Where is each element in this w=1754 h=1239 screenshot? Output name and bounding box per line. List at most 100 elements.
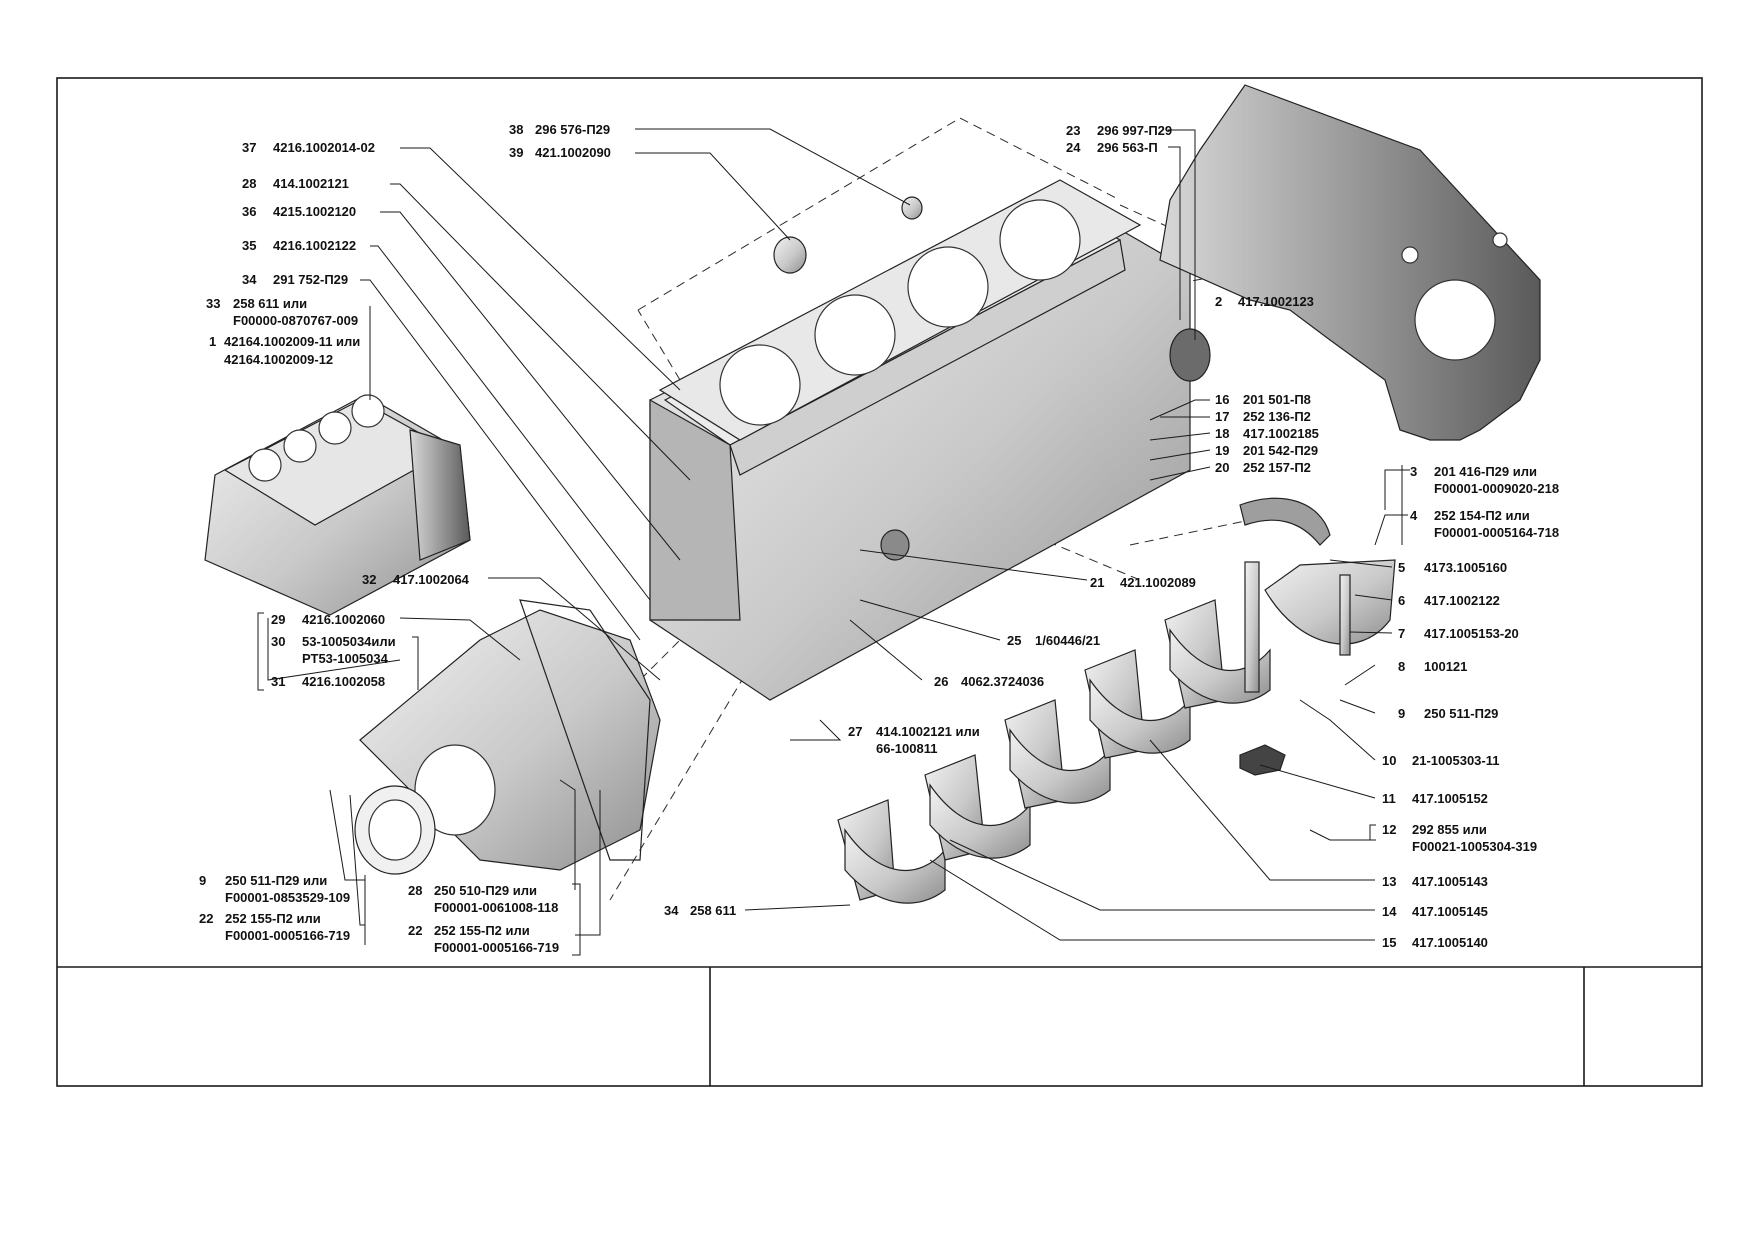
callout-6-num: 6 [1398, 593, 1405, 608]
callout-34-code: 291 752-П29 [273, 272, 348, 287]
reference-engine-block [204, 394, 471, 616]
callout-11-code: 417.1005152 [1412, 791, 1488, 806]
callout-26-num: 26 [934, 674, 948, 689]
callout-3-code: 201 416-П29 или [1434, 464, 1537, 479]
callout-7-code: 417.1005153-20 [1424, 626, 1519, 641]
plugs [773, 196, 1211, 561]
callout-13-code: 417.1005143 [1412, 874, 1488, 889]
callout-15-code: 417.1005140 [1412, 935, 1488, 950]
rear-seal-holder [1239, 497, 1396, 776]
callout-22a-num: 22 [199, 911, 213, 926]
callout-28b-num: 28 [408, 883, 422, 898]
callout-39-num: 39 [509, 145, 523, 160]
callout-27-code: 414.1002121 или [876, 724, 980, 739]
callout-31-num: 31 [271, 674, 285, 689]
callout-23-code: 296 997-П29 [1097, 123, 1172, 138]
front-gasket [519, 599, 651, 861]
callout-24-num: 24 [1066, 140, 1081, 155]
callout-34-num: 34 [242, 272, 257, 287]
callout-10-code: 21-1005303-11 [1412, 753, 1499, 768]
callout-31-code: 4216.1002058 [302, 674, 385, 689]
callout-5-code: 4173.1005160 [1424, 560, 1507, 575]
main-bearing-caps [837, 599, 1271, 904]
callout-25-num: 25 [1007, 633, 1021, 648]
callout-9b-num: 9 [199, 873, 206, 888]
callout-22b-code: 252 155-П2 или [434, 923, 530, 938]
callout-35-code: 4216.1002122 [273, 238, 356, 253]
callout-17-code: 252 136-П2 [1243, 409, 1311, 424]
callout-6-code: 417.1002122 [1424, 593, 1500, 608]
grouping-brackets [257, 465, 1403, 956]
flywheel-housing [1159, 84, 1541, 441]
callout-1-code2: 42164.1002009-12 [224, 352, 333, 367]
callout-20-code: 252 157-П2 [1243, 460, 1311, 475]
callout-4-code2: F00001-0005164-718 [1434, 525, 1559, 540]
callout-36-code: 4215.1002120 [273, 204, 356, 219]
leader-lines [267, 128, 1410, 941]
callout-12-code2: F00021-1005304-319 [1412, 839, 1537, 854]
callout-4-code: 252 154-П2 или [1434, 508, 1530, 523]
callout-34b-num: 34 [664, 903, 679, 918]
callout-18-num: 18 [1215, 426, 1229, 441]
timing-cover [354, 609, 661, 875]
callout-37-code: 4216.1002014-02 [273, 140, 375, 155]
callout-8-code: 100121 [1424, 659, 1467, 674]
callout-18-code: 417.1002185 [1243, 426, 1319, 441]
callout-5-num: 5 [1398, 560, 1405, 575]
callout-16-code: 201 501-П8 [1243, 392, 1311, 407]
callout-22a-code: 252 155-П2 или [225, 911, 321, 926]
callout-3-num: 3 [1410, 464, 1417, 479]
callout-28b-code: 250 510-П29 или [434, 883, 537, 898]
callout-9b-code2: F00001-0853529-109 [225, 890, 350, 905]
callout-30-code2: РТ53-1005034 [302, 651, 389, 666]
callout-15-num: 15 [1382, 935, 1396, 950]
callout-33-num: 33 [206, 296, 220, 311]
callout-35-num: 35 [242, 238, 256, 253]
callout-34b-code: 258 611 [690, 903, 736, 918]
callout-27-code2: 66-100811 [876, 741, 937, 756]
callout-22b-code2: F00001-0005166-719 [434, 940, 559, 955]
callout-24-code: 296 563-П [1097, 140, 1158, 155]
callout-3-code2: F00001-0009020-218 [1434, 481, 1559, 496]
callout-13-num: 13 [1382, 874, 1396, 889]
callout-28-code: 414.1002121 [273, 176, 349, 191]
callout-9-num: 9 [1398, 706, 1405, 721]
callout-8-num: 8 [1398, 659, 1405, 674]
callout-9-code: 250 511-П29 [1424, 706, 1498, 721]
callout-28b-code2: F00001-0061008-118 [434, 900, 558, 915]
callout-26-code: 4062.3724036 [961, 674, 1044, 689]
callout-38-code: 296 576-П29 [535, 122, 610, 137]
callout-9b-code: 250 511-П29 или [225, 873, 327, 888]
callout-20-num: 20 [1215, 460, 1229, 475]
callout-12-code: 292 855 или [1412, 822, 1487, 837]
callout-29-num: 29 [271, 612, 285, 627]
callout-19-code: 201 542-П29 [1243, 443, 1318, 458]
callout-11-num: 11 [1382, 791, 1396, 806]
callout-17-num: 17 [1215, 409, 1229, 424]
callout-4-num: 4 [1410, 508, 1418, 523]
callout-28-num: 28 [242, 176, 256, 191]
callout-labels: 38 296 576-П29 39 421.1002090 3 7 4216.10… [199, 122, 1559, 955]
callout-27-num: 27 [848, 724, 862, 739]
callout-2-num: 2 [1215, 294, 1222, 309]
head-gasket [658, 179, 1142, 441]
callout-21-code: 421.1002089 [1120, 575, 1196, 590]
callout-19-num: 19 [1215, 443, 1229, 458]
callout-16-num: 16 [1215, 392, 1229, 407]
callout-12-num: 12 [1382, 822, 1396, 837]
callout-22b-num: 22 [408, 923, 422, 938]
callout-22a-code2: F00001-0005166-719 [225, 928, 350, 943]
callout-39-code: 421.1002090 [535, 145, 611, 160]
callout-25-code: 1/60446/21 [1035, 633, 1100, 648]
callout-33-code2: F00000-0870767-009 [233, 313, 358, 328]
callout-38-num: 38 [509, 122, 523, 137]
callout-21-num: 21 [1090, 575, 1104, 590]
callout-14-code: 417.1005145 [1412, 904, 1488, 919]
callout-33-code: 258 611 или [233, 296, 307, 311]
callout-29-code: 4216.1002060 [302, 612, 385, 627]
callout-7-num: 7 [1398, 626, 1405, 641]
callout-10-num: 10 [1382, 753, 1396, 768]
callout-32-code: 417.1002064 [393, 572, 470, 587]
callout-2-code: 417.1002123 [1238, 294, 1314, 309]
